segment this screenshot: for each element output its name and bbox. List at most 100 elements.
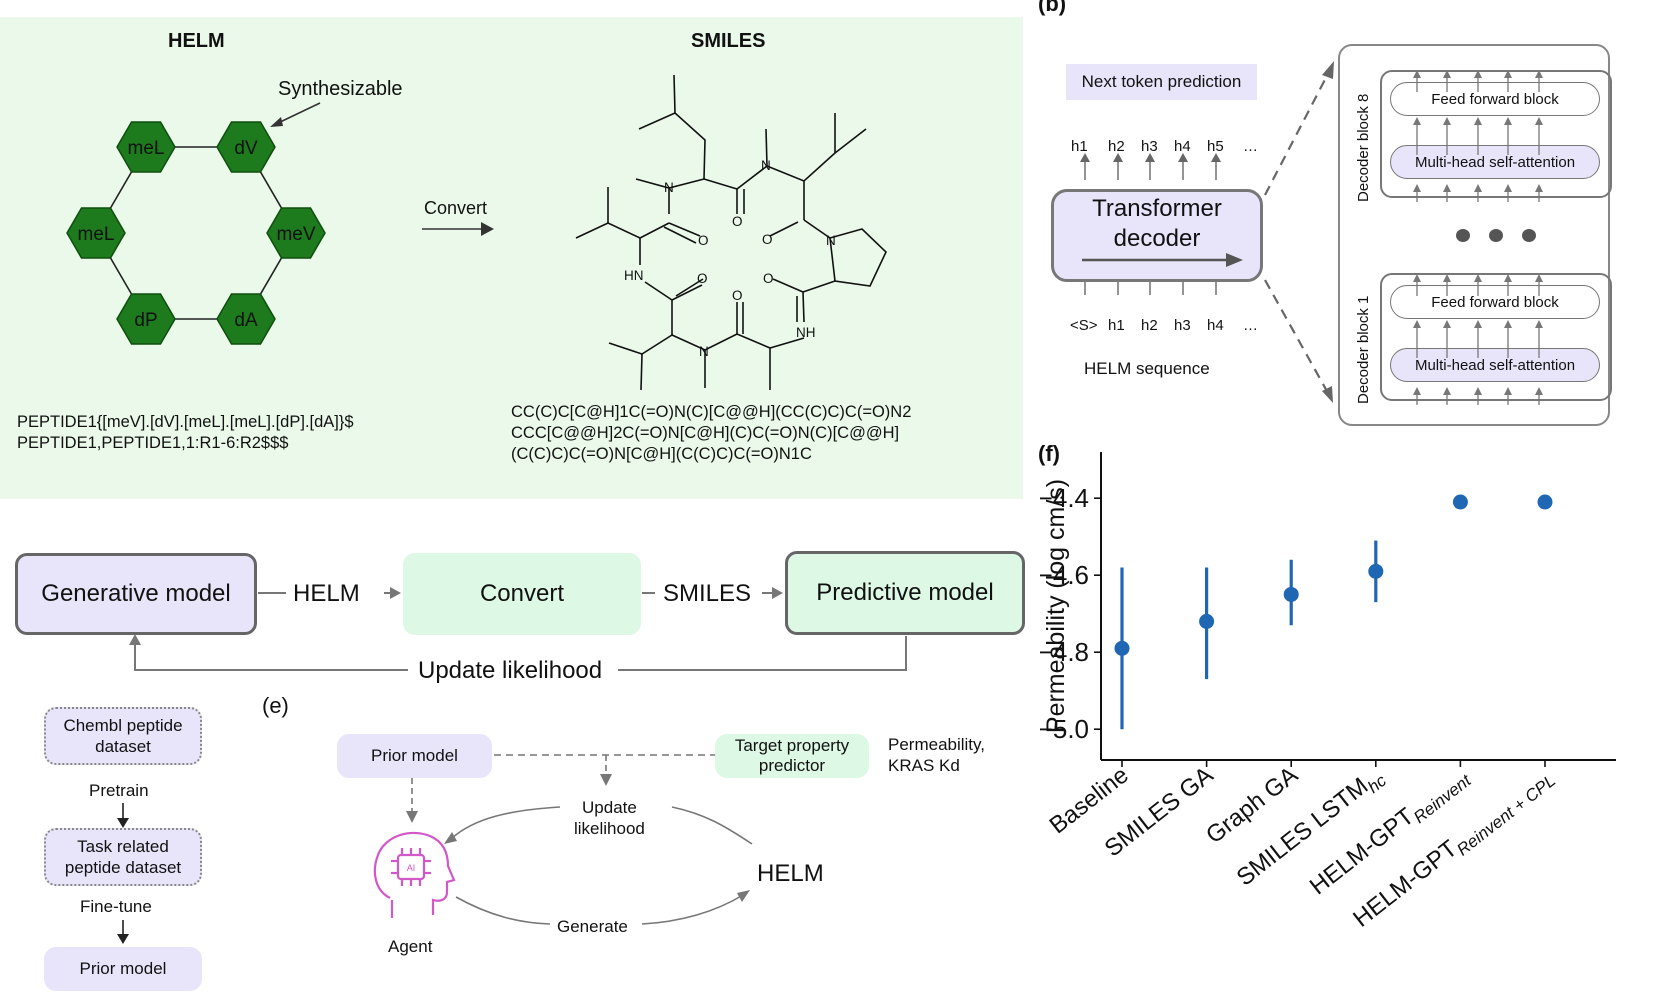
panel-e-label: (e) xyxy=(262,693,289,718)
panel-c-flow-lines xyxy=(129,587,907,671)
helm-sequence-label: HELM sequence xyxy=(1084,359,1210,378)
ellipsis-dot xyxy=(1456,229,1470,242)
y-tick-label: −4.6 xyxy=(1040,560,1089,590)
y-axis-label: Permeability (log cm/s) xyxy=(1042,479,1070,733)
atom-n: N xyxy=(761,158,771,173)
permeability-kras-label: Permeability, KRAS Kd xyxy=(888,735,985,775)
ellipsis-dot xyxy=(1522,229,1536,242)
decoder-block-1 xyxy=(1380,273,1612,401)
panel-d-arrows xyxy=(117,803,129,944)
node-label: meL xyxy=(78,224,115,245)
atom-n: N xyxy=(664,180,674,195)
monomer-node xyxy=(66,207,126,259)
helm-ring-bonds xyxy=(95,146,297,320)
prior-model-node: Prior model xyxy=(337,734,492,778)
y-tick-label: −4.8 xyxy=(1040,637,1089,667)
data-point xyxy=(1199,613,1215,629)
helm-sequence-text: PEPTIDE1{[meV].[dV].[meL].[meL].[dP].[dA… xyxy=(17,413,354,452)
output-token: h4 xyxy=(1174,138,1191,155)
multi-head-attention-block: Multi-head self-attention xyxy=(1390,145,1600,179)
output-token: h5 xyxy=(1207,138,1224,155)
decoder-block-8-label: Decoder block 8 xyxy=(1355,93,1372,202)
agent-head-icon xyxy=(373,831,456,918)
update-likelihood-node: Update likelihood xyxy=(574,798,645,838)
monomer-node xyxy=(216,121,276,173)
atom-o: O xyxy=(762,232,773,247)
panel-a-background xyxy=(0,17,1023,499)
helm-and-smiles-structures: meL dV meL meV dP dA xyxy=(66,74,887,391)
atom-o: O xyxy=(697,271,708,286)
node-label: meV xyxy=(276,224,315,245)
monomer-node xyxy=(116,121,176,173)
cyclic-peptide-skeleton xyxy=(575,74,887,391)
helm-title: HELM xyxy=(168,30,225,52)
atom-o: O xyxy=(732,288,743,303)
pretrain-label: Pretrain xyxy=(89,781,149,800)
feed-forward-block: Feed forward block xyxy=(1390,82,1600,116)
atom-o: O xyxy=(763,271,774,286)
task-dataset-box: Task related peptide dataset xyxy=(44,828,202,886)
atom-nh: NH xyxy=(796,325,816,340)
y-tick-label: −5.0 xyxy=(1040,714,1089,744)
decoder-stack xyxy=(1338,44,1610,426)
output-token: h1 xyxy=(1071,138,1088,155)
data-point xyxy=(1537,494,1553,510)
output-token: h3 xyxy=(1141,138,1158,155)
atom-o: O xyxy=(732,214,743,229)
input-token: h1 xyxy=(1108,317,1125,334)
target-predictor-box: Target property predictor xyxy=(715,734,869,778)
synthesizable-arrow xyxy=(275,102,321,125)
smiles-atom-labels: N N O O O N HN O O O NH N xyxy=(624,158,836,359)
smiles-title: SMILES xyxy=(691,30,766,52)
ellipsis-dot xyxy=(1489,229,1503,242)
input-token: … xyxy=(1243,317,1258,334)
chembl-dataset-box: Chembl peptide dataset xyxy=(44,707,202,765)
panel-e-flow: AI xyxy=(373,754,753,925)
input-token: h4 xyxy=(1207,317,1224,334)
decoder-block-1-label: Decoder block 1 xyxy=(1355,295,1372,404)
multi-head-attention-block: Multi-head self-attention xyxy=(1390,348,1600,382)
convert-label: Convert xyxy=(424,198,488,218)
prior-model-box: Prior model xyxy=(44,947,202,991)
helm-node: HELM xyxy=(757,860,824,887)
panel-f-label: (f) xyxy=(1038,441,1060,466)
data-point xyxy=(1452,494,1468,510)
convert-box: Convert xyxy=(403,553,641,635)
monomer-node xyxy=(266,207,326,259)
decoder-expansion-arrows xyxy=(1264,61,1334,403)
update-likelihood-label: Update likelihood xyxy=(418,657,603,684)
helm-flow-label: HELM xyxy=(293,580,360,607)
input-token: <S> xyxy=(1070,317,1098,334)
y-tick-label: −4.4 xyxy=(1040,483,1089,513)
transformer-decoder-box: Transformer decoder xyxy=(1051,189,1263,282)
input-token: h2 xyxy=(1141,317,1158,334)
agent-label: Agent xyxy=(388,937,433,956)
block-internal-arrows xyxy=(1413,70,1543,405)
monomer-node xyxy=(216,293,276,345)
atom-n: N xyxy=(699,344,709,359)
smiles-flow-label: SMILES xyxy=(663,580,752,607)
output-token: h2 xyxy=(1108,138,1125,155)
decoder-block-8 xyxy=(1380,70,1612,198)
next-token-box: Next token prediction xyxy=(1066,64,1257,100)
data-point xyxy=(1368,563,1384,579)
synthesizable-label: Synthesizable xyxy=(278,78,403,100)
output-token: … xyxy=(1243,138,1258,155)
finetune-label: Fine-tune xyxy=(80,897,152,916)
helm-monomer-nodes xyxy=(66,121,326,345)
generate-label: Generate xyxy=(557,917,628,936)
node-label: dV xyxy=(234,138,258,159)
node-label: dP xyxy=(134,310,157,331)
data-point xyxy=(1114,640,1130,656)
data-point xyxy=(1283,586,1299,602)
panel-b-label: (b) xyxy=(1038,0,1067,16)
transformer-arrow xyxy=(1082,253,1243,267)
atom-hn: HN xyxy=(624,268,644,283)
node-label: dA xyxy=(234,310,258,331)
generative-model-box: Generative model xyxy=(15,553,257,635)
input-token: h3 xyxy=(1174,317,1191,334)
node-label: meL xyxy=(128,138,165,159)
predictive-model-box: Predictive model xyxy=(785,551,1025,635)
ai-chip-label: AI xyxy=(407,863,416,873)
